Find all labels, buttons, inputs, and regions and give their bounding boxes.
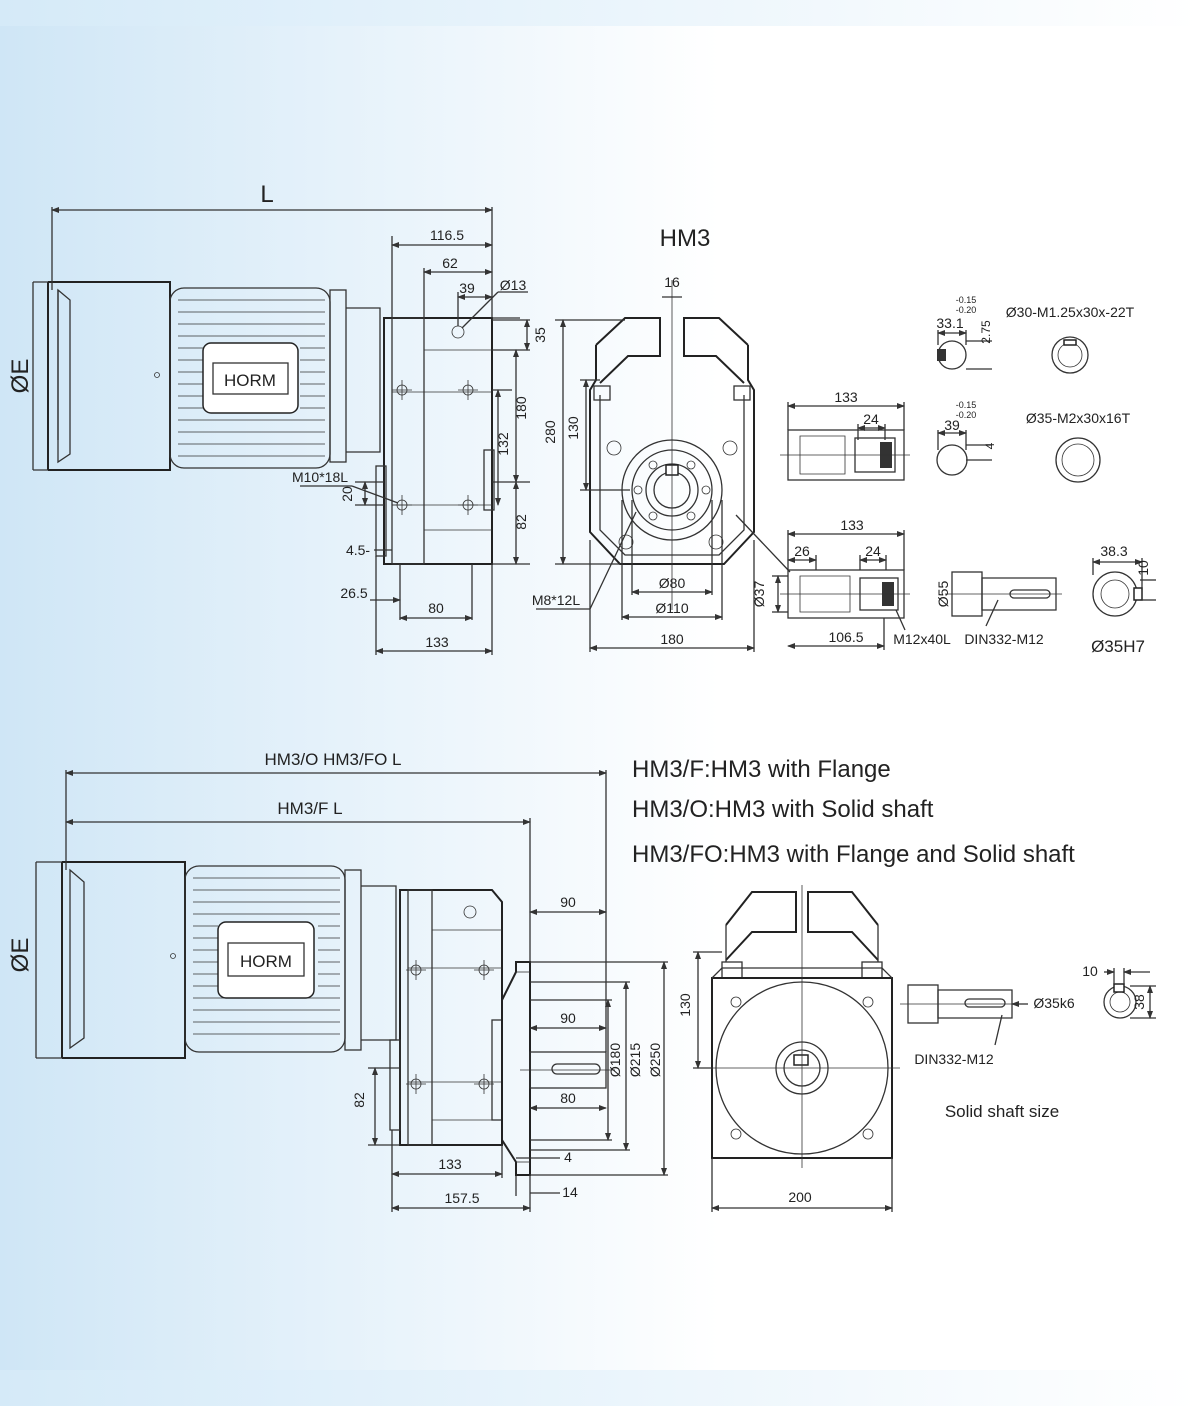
dim-80-shaft: 80 xyxy=(560,1090,576,1106)
bottom-phi-e-label: ØE xyxy=(7,938,34,973)
dim-shaft-133a: 133 xyxy=(834,389,858,405)
dim-2-75: 2.75 xyxy=(979,320,993,344)
spline-detail-30: 33.1 -0.15 -0.20 2.75 Ø30-M1.25x30x-22T xyxy=(936,295,1135,374)
dim-90-mid: 90 xyxy=(560,1010,576,1026)
dim-180-vertical: 180 xyxy=(513,396,529,420)
din-label-top: DIN332-M12 xyxy=(964,631,1044,647)
dim-82: 82 xyxy=(513,514,529,530)
dim-38-3: 38.3 xyxy=(1100,543,1127,559)
top-front-dimensions: 16 280 130 Ø80 Ø110 180 M8*12L xyxy=(532,274,755,652)
shaft-end-view-din: Ø55 DIN332-M12 xyxy=(935,571,1062,647)
dim-10-bottom: 10 xyxy=(1082,963,1098,979)
dim-shaft-106-5: 106.5 xyxy=(828,629,863,645)
top-brand-plate: HORM xyxy=(224,371,276,390)
dim-80: 80 xyxy=(428,600,444,616)
din-label-bottom: DIN332-M12 xyxy=(914,1051,994,1067)
top-band xyxy=(0,0,1200,26)
thread-m10: M10*18L xyxy=(292,469,348,485)
spline-detail-35: 39 -0.15 -0.20 4 Ø35-M2x30x16T xyxy=(936,400,1131,483)
dim-33-1: 33.1 xyxy=(936,315,963,331)
bottom-front-dimensions: 130 200 xyxy=(677,951,893,1212)
dim-180-horizontal: 180 xyxy=(660,631,684,647)
dim-133: 133 xyxy=(425,634,449,650)
dim-130-bottom: 130 xyxy=(677,993,693,1017)
tol-b-bottom: -0.20 xyxy=(956,410,977,420)
spline-30-label: Ø30-M1.25x30x-22T xyxy=(1006,304,1135,320)
dim-dia55: Ø55 xyxy=(935,581,951,608)
dim-16: 16 xyxy=(664,274,680,290)
dim-10: 10 xyxy=(1135,560,1151,576)
top-front-view xyxy=(589,280,791,610)
dim-35: 35 xyxy=(532,327,548,343)
hm3-title: HM3 xyxy=(660,225,711,252)
length-label-o-fo: HM3/O HM3/FO L xyxy=(265,750,402,769)
dim-shaft-24b: 24 xyxy=(865,543,881,559)
shaft-section-upper: 133 24 xyxy=(780,389,910,481)
dim-62: 62 xyxy=(442,255,458,271)
dim-shaft-133b: 133 xyxy=(840,517,864,533)
dia-35k6: Ø35k6 xyxy=(1033,995,1074,1011)
dim-dia250: Ø250 xyxy=(647,1043,663,1077)
legend-line-fo: HM3/FO:HM3 with Flange and Solid shaft xyxy=(632,841,1075,868)
dim-14: 14 xyxy=(562,1184,578,1200)
dim-39b: 39 xyxy=(944,417,960,433)
dim-38-bottom: 38 xyxy=(1131,994,1147,1010)
dim-133-bottom: 133 xyxy=(438,1156,462,1172)
dim-132: 132 xyxy=(495,432,511,456)
dim-dia13: Ø13 xyxy=(500,277,527,293)
dim-90-top: 90 xyxy=(560,894,576,910)
bottom-band xyxy=(0,1370,1200,1406)
dim-280: 280 xyxy=(542,420,558,444)
shaft-section-lower: 133 26 24 Ø37 106.5 M12x40L xyxy=(751,517,951,650)
thread-m8: M8*12L xyxy=(532,592,580,608)
dim-shaft-26: 26 xyxy=(794,543,810,559)
dim-130: 130 xyxy=(565,416,581,440)
variant-legend: HM3/F:HM3 with Flange HM3/O:HM3 with Sol… xyxy=(632,756,1075,868)
top-phi-e-label: ØE xyxy=(7,359,34,394)
solid-shaft-caption: Solid shaft size xyxy=(945,1102,1059,1121)
dim-shaft-dia37: Ø37 xyxy=(751,581,767,608)
solid-shaft-detail: Ø35k6 DIN332-M12 10 38 Solid shaft size xyxy=(900,963,1156,1121)
dim-dia80: Ø80 xyxy=(659,575,686,591)
bottom-front-view xyxy=(705,885,900,1168)
thread-m12: M12x40L xyxy=(893,631,951,647)
tol-a-top: -0.15 xyxy=(956,295,977,305)
spline-35-label: Ø35-M2x30x16T xyxy=(1026,410,1131,426)
bore-dia35h7: Ø35H7 xyxy=(1091,637,1145,656)
top-side-dimensions: L ØE 116.5 62 39 Ø13 35 180 132 xyxy=(7,181,548,655)
top-length-label: L xyxy=(260,181,273,208)
dim-dia110: Ø110 xyxy=(655,600,688,616)
tol-a-bottom: -0.20 xyxy=(956,305,977,315)
length-label-f: HM3/F L xyxy=(277,799,342,818)
dim-82-bottom: 82 xyxy=(351,1092,367,1108)
dim-4-5: 4.5- xyxy=(346,542,370,558)
bottom-brand-plate: HORM xyxy=(240,952,292,971)
dim-4: 4 xyxy=(983,442,997,449)
legend-line-f: HM3/F:HM3 with Flange xyxy=(632,756,891,783)
dim-157-5: 157.5 xyxy=(444,1190,479,1206)
dim-26-5: 26.5 xyxy=(340,585,367,601)
dim-4-bottom: 4 xyxy=(564,1149,572,1165)
dim-39: 39 xyxy=(459,280,475,296)
dim-116-5: 116.5 xyxy=(430,227,464,243)
legend-line-o: HM3/O:HM3 with Solid shaft xyxy=(632,796,934,823)
dim-20: 20 xyxy=(339,486,355,502)
dim-shaft-24a: 24 xyxy=(863,411,879,427)
bore-detail-35h7: 38.3 10 Ø35H7 xyxy=(1091,543,1156,656)
bottom-side-dimensions: HM3/O HM3/FO L HM3/F L ØE 90 90 80 Ø180 … xyxy=(7,750,668,1212)
tol-b-top: -0.15 xyxy=(956,400,977,410)
dim-dia215: Ø215 xyxy=(627,1043,643,1077)
dim-dia180: Ø180 xyxy=(607,1043,623,1077)
top-side-view: HORM xyxy=(32,281,495,565)
dim-200: 200 xyxy=(788,1189,812,1205)
